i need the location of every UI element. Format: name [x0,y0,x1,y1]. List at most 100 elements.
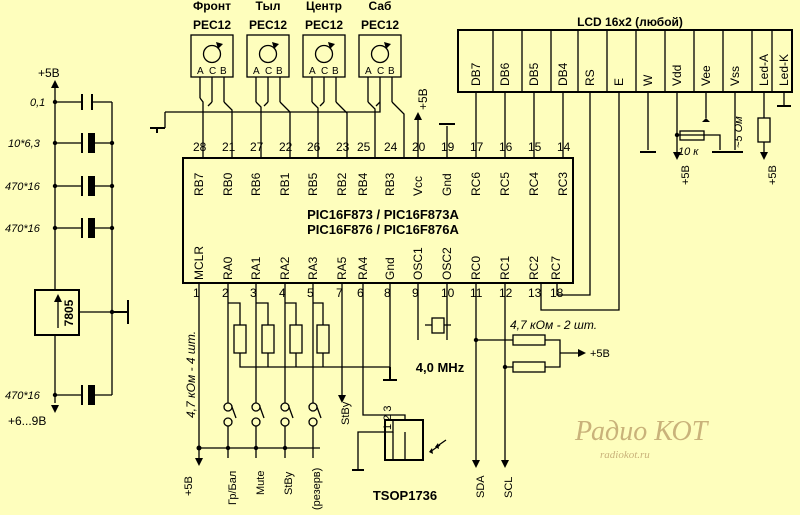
chip-pin-number-21: 21 [222,140,236,154]
cap-3-label: 470*16 [5,181,41,193]
i2c-r1 [512,334,546,346]
chip-pin-number-24: 24 [384,140,398,154]
lcd-pin-vss: Vss [728,66,742,86]
i2c-r2 [512,361,546,373]
chip-pin-number-19: 19 [441,140,455,154]
lcd-pin-rs: RS [583,69,597,86]
chip-bottom-pins: 1MCLR2RA03RA14RA25RA37RA56RA48Gnd9OSC110… [192,246,564,300]
sda-label: SDA [475,475,487,498]
power-supply: +5В +6...9В 0,1 10*6,3 470*16 [5,66,129,428]
chip-pin-name-rb7: RB7 [192,172,206,196]
chip-pin-number-12: 12 [499,286,513,300]
chip-pin-name-rc5: RC5 [498,172,512,196]
regulator-label: 7805 [62,299,76,326]
chip-pin-number-25: 25 [357,140,371,154]
encoders: Фронт PEC12 A C B Тыл PEC12 A C B Центр … [150,0,405,158]
chip-pin-name-rb0: RB0 [221,172,235,196]
encoder-sub-part: PEC12 [361,18,399,32]
encoder-sub-pin-c: C [377,66,384,77]
chip-pin-number-7: 7 [336,286,343,300]
cap-1: 0,1 [30,94,112,110]
pullup-r3 [289,324,303,354]
encoder-front-pin-c: C [209,66,216,77]
watermark-url: radiokot.ru [600,449,650,461]
chip-label-2: PIC16F876 / PIC16F876A [307,222,459,237]
pullup-r2 [261,324,275,354]
chip-pin-number-15: 15 [528,140,542,154]
chip-pin-name-vcc: Vcc [411,176,425,196]
chip-pin-name-rb1: RB1 [278,172,292,196]
chip-pin-name-rc3: RC3 [556,172,570,196]
chip-top-pins: 28RB721RB027RB622RB126RB523RB225RB424RB3… [192,140,571,196]
lcd-pin-vee: Vee [699,65,713,86]
encoder-rear-pin-a: A [253,66,260,77]
chip-pin-name-ra1: RA1 [249,256,263,280]
ir-receiver-label: TSOP1736 [373,488,437,503]
chip-pin-name-gnd: Gnd [440,173,454,196]
button-reserve[interactable] [308,402,322,427]
bottom-circuit: +5В 4,7 кОм - 4 шт. [183,283,610,510]
encoder-sub: Саб PEC12 A C B [358,0,402,78]
cap-2: 10*6,3 [8,133,115,153]
microcontroller: PIC16F873 / PIC16F873A PIC16F876 / PIC16… [182,140,574,300]
i2c-resistors-label: 4,7 кОм - 2 шт. [510,318,597,332]
lcd-pin-led-k: Led-K [777,54,791,86]
ir-receiver [384,419,424,461]
cap-4: 470*16 [5,218,115,238]
button-standby[interactable] [280,402,294,427]
encoder-front-pin-b: B [220,66,227,77]
chip-pin-number-10: 10 [441,286,455,300]
chip-pin-name-ra0: RA0 [221,256,235,280]
chip-pin-number-28: 28 [193,140,207,154]
regulator-7805: 7805 [34,289,129,336]
encoder-center-name: Центр [306,0,342,13]
vdd-supply-label: +5В [680,165,692,185]
lcd-pin-db5: DB5 [527,62,541,86]
chip-label-1: PIC16F873 / PIC16F873A [307,207,459,222]
scl-label: SCL [503,477,515,498]
encoder-rear-pin-c: C [265,66,272,77]
lcd-pin-w: W [641,74,655,86]
chip-pin-number-5: 5 [307,286,314,300]
encoder-front-name: Фронт [193,0,231,13]
encoder-center-pin-c: C [321,66,328,77]
pot-label: 10 к [678,146,699,158]
cap-1-label: 0,1 [30,97,45,109]
chip-pin-name-rb5: RB5 [306,172,320,196]
cap-5-label: 470*16 [5,390,41,402]
supply-plus5-label: +5В [38,66,60,80]
led-resistor-label: ~5 Ом [733,116,745,148]
button-balance[interactable] [223,402,237,427]
encoder-front-pin-a: A [197,66,204,77]
supply-input-label: +6...9В [8,414,46,428]
led-supply-label: +5В [767,165,779,185]
chip-pin-number-20: 20 [412,140,426,154]
chip-pin-number-23: 23 [336,140,350,154]
ir-receiver-pins: 1 2 3 [382,406,394,430]
crystal [431,317,445,334]
chip-pin-number-1: 1 [193,286,200,300]
chip-pin-name-rc6: RC6 [469,172,483,196]
chip-pin-number-13: 13 [528,286,542,300]
encoder-rear-name: Тыл [255,0,280,13]
encoder-center-part: PEC12 [305,18,343,32]
cap-5: 470*16 [5,385,112,405]
encoder-rear: Тыл PEC12 A C B [246,0,290,78]
chip-pin-name-gnd: Gnd [383,257,397,280]
encoder-center-pin-b: B [332,66,339,77]
chip-pin-number-2: 2 [222,286,229,300]
chip-pin-name-osc2: OSC2 [440,247,454,280]
chip-pin-name-ra2: RA2 [278,256,292,280]
chip-pin-name-rc7: RC7 [549,256,563,280]
chip-pin-name-ra3: RA3 [306,256,320,280]
chip-pin-number-26: 26 [307,140,321,154]
button-balance-label: Гр/Бал [227,471,239,505]
watermark: Радио КОТ radiokot.ru [574,416,710,461]
button-standby-label: StBy [283,471,295,495]
button-mute[interactable] [251,402,265,427]
chip-pin-name-rc0: RC0 [469,256,483,280]
chip-power-pins: +5В [414,88,455,158]
chip-pin-name-rc4: RC4 [527,172,541,196]
encoder-center: Центр PEC12 A C B [302,0,346,78]
